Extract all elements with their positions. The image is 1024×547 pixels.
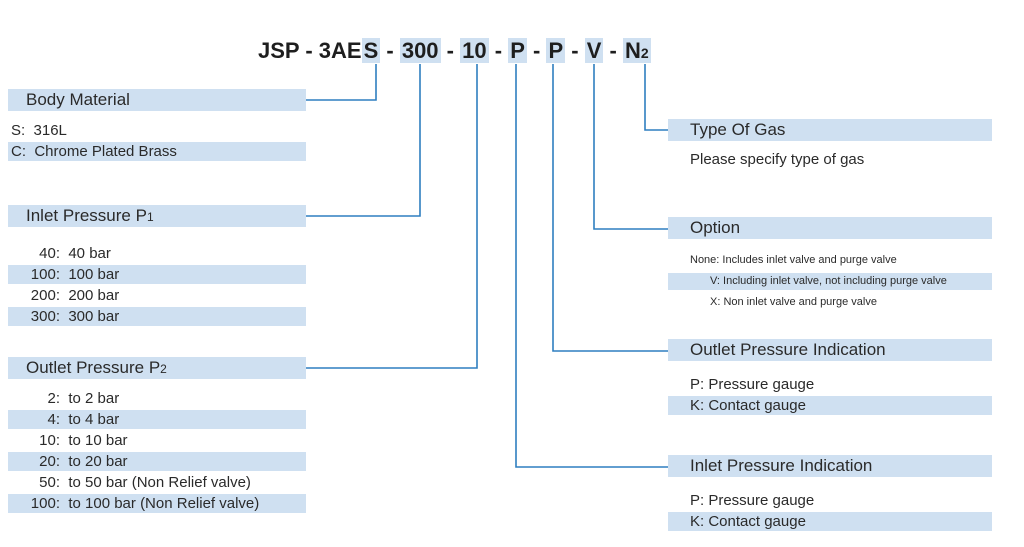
model-code: JSP - 3AES - 300 - 10 - P - P - V - N2 bbox=[258, 37, 651, 67]
option-item: V: Including inlet valve, not including … bbox=[668, 273, 992, 290]
outlet-pressure-option: 20: to 20 bar bbox=[8, 452, 306, 471]
code-option: V bbox=[584, 38, 604, 63]
inlet-pressure-header: Inlet Pressure P1 bbox=[8, 205, 306, 227]
outlet-pressure-option: 4: to 4 bar bbox=[8, 410, 306, 429]
code-prefix: JSP bbox=[258, 38, 300, 63]
type-of-gas-header: Type Of Gas bbox=[668, 119, 992, 141]
type-of-gas-note: Please specify type of gas bbox=[690, 151, 865, 168]
code-inlet-indication: P bbox=[508, 38, 527, 63]
outlet-pressure-option: 50: to 50 bar (Non Relief valve) bbox=[39, 474, 251, 491]
code-series: 3AE bbox=[318, 38, 362, 63]
inlet-indication-option: P: Pressure gauge bbox=[690, 492, 815, 509]
inlet-indication-header: Inlet Pressure Indication bbox=[668, 455, 992, 477]
outlet-pressure-header: Outlet Pressure P2 bbox=[8, 357, 306, 379]
inlet-pressure-option: 200: 200 bar bbox=[30, 287, 120, 304]
outlet-indication-option: P: Pressure gauge bbox=[690, 376, 815, 393]
connector-body-material bbox=[306, 64, 377, 101]
code-inlet-pressure: 300 bbox=[399, 38, 441, 63]
connector-option bbox=[593, 64, 668, 230]
connector-outlet-pressure bbox=[306, 64, 478, 369]
code-outlet-indication: P bbox=[546, 38, 566, 63]
inlet-indication-option: K: Contact gauge bbox=[668, 512, 992, 531]
code-dash: - bbox=[571, 38, 579, 63]
inlet-pressure-option: 300: 300 bar bbox=[8, 307, 306, 326]
outlet-indication-option: K: Contact gauge bbox=[668, 396, 992, 415]
code-body-material: S bbox=[361, 38, 381, 63]
connector-type-of-gas bbox=[644, 64, 668, 131]
option-item: None: Includes inlet valve and purge val… bbox=[690, 254, 897, 266]
code-outlet-pressure: 10 bbox=[460, 38, 489, 63]
outlet-pressure-option: 100: to 100 bar (Non Relief valve) bbox=[8, 494, 306, 513]
code-dash: - bbox=[446, 38, 454, 63]
outlet-indication-header: Outlet Pressure Indication bbox=[668, 339, 992, 361]
code-dash: - bbox=[533, 38, 541, 63]
section-title: Body Material bbox=[26, 90, 130, 109]
code-dash: - bbox=[494, 38, 503, 63]
inlet-pressure-option: 100: 100 bar bbox=[8, 265, 306, 284]
option-item: X: Non inlet valve and purge valve bbox=[710, 296, 877, 308]
option-header: Option bbox=[668, 217, 992, 239]
connector-inlet-indication bbox=[515, 64, 668, 468]
code-dash: - bbox=[386, 38, 394, 63]
outlet-pressure-option: 2: to 2 bar bbox=[47, 390, 120, 407]
outlet-pressure-option: 10: to 10 bar bbox=[39, 432, 128, 449]
code-gas: N2 bbox=[622, 38, 651, 63]
code-dash: - bbox=[305, 38, 313, 63]
body-material-option: C: Chrome Plated Brass bbox=[8, 142, 306, 161]
code-dash: - bbox=[609, 38, 617, 63]
body-material-option: S: 316L bbox=[11, 122, 67, 139]
inlet-pressure-option: 40: 40 bar bbox=[39, 245, 111, 262]
body-material-header: Body Material bbox=[8, 89, 306, 111]
connector-inlet-pressure bbox=[306, 64, 421, 217]
connector-outlet-indication bbox=[552, 64, 668, 352]
